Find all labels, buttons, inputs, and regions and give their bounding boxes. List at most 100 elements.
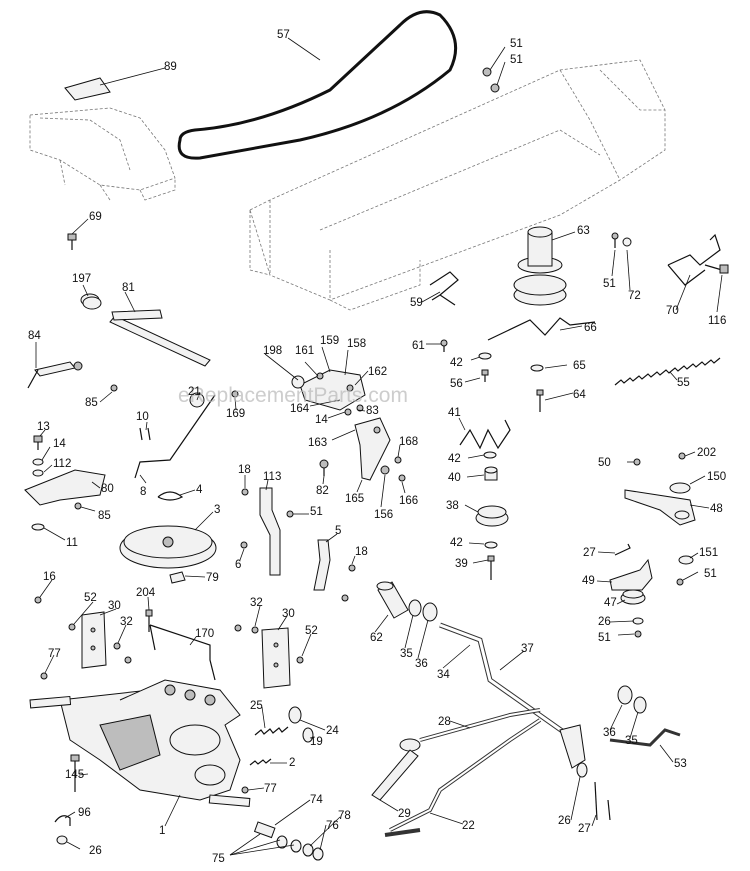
part-22-rod <box>389 718 542 832</box>
part-1-transaxle <box>29 679 251 807</box>
part-84-lever <box>27 361 83 389</box>
callout-19: 19 <box>310 736 323 748</box>
part-59-spring-clip <box>429 271 459 306</box>
callout-51: 51 <box>310 506 323 518</box>
part-74-spacer <box>253 821 276 839</box>
callout-22: 22 <box>462 820 475 832</box>
part-56-bolt <box>481 369 489 382</box>
part-25-spring <box>254 726 289 736</box>
part-2-spring <box>249 758 272 766</box>
part-35-bushing-b <box>633 696 647 714</box>
part-26-washer-mid <box>576 762 588 778</box>
part-168-bolt <box>394 456 402 464</box>
callout-156: 156 <box>374 509 393 521</box>
callout-51: 51 <box>603 278 616 290</box>
callout-25: 25 <box>250 700 263 712</box>
part-75-washer-b <box>290 839 302 853</box>
callout-51: 51 <box>510 54 523 66</box>
callout-163: 163 <box>308 437 327 449</box>
callout-24: 24 <box>326 725 339 737</box>
callout-37: 37 <box>521 643 534 655</box>
callout-2: 2 <box>289 757 295 769</box>
part-66-rod <box>487 317 596 341</box>
callout-83: 83 <box>366 405 379 417</box>
callout-41: 41 <box>448 407 461 419</box>
part-51-nut-lower <box>634 630 642 638</box>
callout-55: 55 <box>677 377 690 389</box>
part-77-pin-left <box>40 672 48 680</box>
callout-labels: 57 51 51 89 69 63 51 72 70 116 197 81 59… <box>28 29 726 865</box>
callout-38: 38 <box>446 500 459 512</box>
callout-21: 21 <box>188 386 201 398</box>
callout-170: 170 <box>195 628 214 640</box>
callout-28: 28 <box>438 716 451 728</box>
part-158-bracket-assembly <box>291 369 366 411</box>
callout-79: 79 <box>206 572 219 584</box>
part-18-bolt-upper <box>241 488 249 496</box>
callout-151: 151 <box>699 547 718 559</box>
part-63-double-pulley <box>513 226 567 306</box>
part-30-bracket-left <box>81 611 107 669</box>
callout-3: 3 <box>214 504 220 516</box>
part-4-retaining-ring <box>157 491 184 501</box>
part-79-key <box>169 571 186 584</box>
callout-81: 81 <box>122 282 135 294</box>
callout-26: 26 <box>558 815 571 827</box>
part-52-bolt-left <box>68 623 76 631</box>
callout-145: 145 <box>65 769 84 781</box>
callout-56: 56 <box>450 378 463 390</box>
callout-62: 62 <box>370 632 383 644</box>
part-75-washer-a <box>276 835 288 849</box>
callout-84: 84 <box>28 330 41 342</box>
callout-51: 51 <box>598 632 611 644</box>
callout-74: 74 <box>310 794 323 806</box>
callout-36: 36 <box>603 727 616 739</box>
callout-42: 42 <box>450 357 463 369</box>
part-30-bracket-right <box>261 627 291 689</box>
part-32-bolt-left-a <box>113 642 121 650</box>
part-50-bolt <box>633 458 641 466</box>
part-89-plate <box>64 77 111 101</box>
part-27-pins-bottom <box>594 781 611 821</box>
callout-202: 202 <box>697 447 716 459</box>
callout-26: 26 <box>598 616 611 628</box>
callout-6: 6 <box>235 559 241 571</box>
callout-198: 198 <box>263 345 282 357</box>
callout-8: 8 <box>140 486 146 498</box>
part-14-nut-mid <box>344 408 352 416</box>
part-170-rod <box>149 624 216 681</box>
callout-32: 32 <box>120 616 133 628</box>
callout-89: 89 <box>164 61 177 73</box>
callout-96: 96 <box>78 807 91 819</box>
watermark-text: eReplacementParts.com <box>178 384 408 407</box>
callout-35: 35 <box>625 735 638 747</box>
part-169-nut <box>231 390 239 398</box>
callout-4: 4 <box>196 484 203 496</box>
callout-51: 51 <box>510 38 523 50</box>
callout-166: 166 <box>399 495 418 507</box>
part-151-washer <box>678 555 694 565</box>
callout-80: 80 <box>101 483 114 495</box>
callout-112: 112 <box>53 458 71 470</box>
part-112-washer <box>32 469 44 477</box>
part-65-washer <box>530 364 544 372</box>
callout-34: 34 <box>437 669 450 681</box>
callout-77: 77 <box>264 783 277 795</box>
callout-168: 168 <box>399 436 418 448</box>
part-40-spacer <box>484 466 498 481</box>
chassis-frame-outline <box>29 59 666 311</box>
callout-59: 59 <box>410 297 423 309</box>
part-29-connector <box>371 738 421 801</box>
part-166-bolt <box>398 474 406 482</box>
callout-50: 50 <box>598 457 611 469</box>
part-85-bolt-lower <box>74 502 82 510</box>
callout-197: 197 <box>72 273 91 285</box>
callout-113: 113 <box>263 471 281 483</box>
callout-48: 48 <box>710 503 723 515</box>
callout-27: 27 <box>578 823 591 835</box>
part-32-bolt-left-b <box>124 656 132 664</box>
part-34-axle-shaft <box>439 622 577 743</box>
part-37-bracket <box>559 724 586 769</box>
